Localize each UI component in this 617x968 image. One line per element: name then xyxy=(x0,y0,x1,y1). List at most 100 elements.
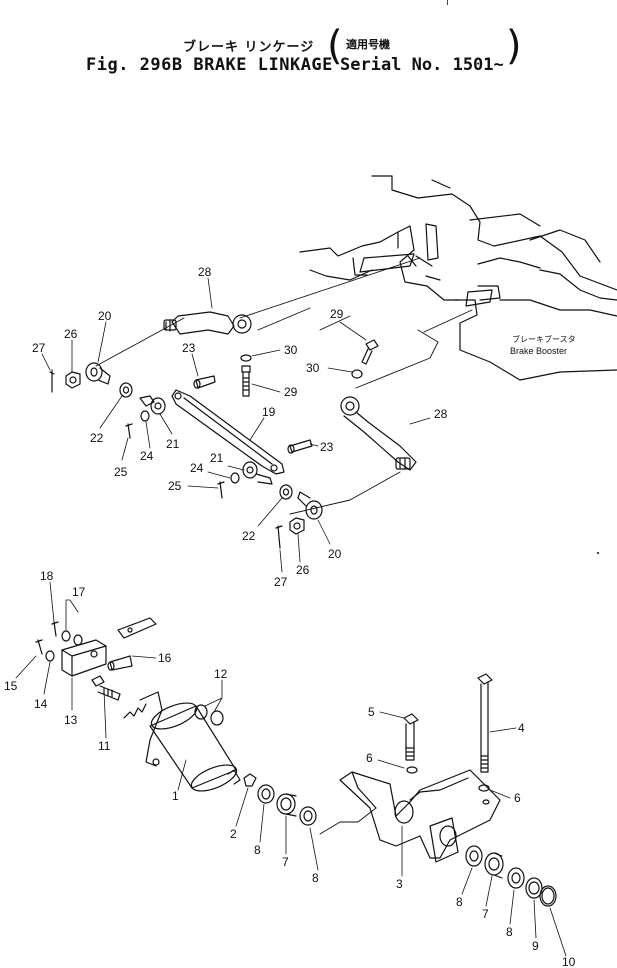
grease-fitting-2 xyxy=(243,773,257,787)
callout-7b: 7 xyxy=(482,907,489,921)
brake-booster-label-japanese: ブレーキブースタ xyxy=(512,334,576,344)
plate-clip xyxy=(117,617,157,639)
cotter-pin-18 xyxy=(51,621,59,637)
callout-18: 18 xyxy=(40,569,54,583)
callout-10: 10 xyxy=(562,955,576,968)
nut-22-lower xyxy=(279,484,293,500)
rod-end-20-lower xyxy=(297,491,323,520)
callout-6b: 6 xyxy=(514,791,521,805)
callout-26b: 26 xyxy=(296,563,310,577)
callout-11: 11 xyxy=(98,739,111,753)
snap-ring-10 xyxy=(539,885,557,907)
brake-booster-label-english: Brake Booster xyxy=(510,346,567,356)
callout-1: 1 xyxy=(172,789,179,803)
callout-9: 9 xyxy=(532,939,539,953)
callout-13: 13 xyxy=(64,713,78,727)
callout-24a: 24 xyxy=(140,449,154,463)
bushing-7-left xyxy=(276,793,297,817)
callout-8c: 8 xyxy=(456,895,463,909)
bolt-4 xyxy=(477,673,493,773)
callout-24b: 24 xyxy=(190,461,204,475)
cotter-pin-25-lower xyxy=(217,481,225,499)
callout-25b: 25 xyxy=(168,479,182,493)
edge-tick-mark xyxy=(447,0,448,5)
bolt-5 xyxy=(403,713,419,761)
callout-4: 4 xyxy=(518,721,525,735)
rod-end-20-upper xyxy=(85,362,111,385)
linkage-guide-lines xyxy=(95,257,473,835)
close-paren: ) xyxy=(506,23,522,69)
seal-8-right-b xyxy=(507,867,525,889)
title-japanese: ブレーキ リンケージ xyxy=(183,40,315,55)
callout-25a: 25 xyxy=(114,465,128,479)
cotter-pin-27-upper xyxy=(49,369,55,393)
callout-30b: 30 xyxy=(306,361,320,375)
callout-8b: 8 xyxy=(312,871,319,885)
link-rod-19 xyxy=(171,389,285,475)
rod-end-21-upper xyxy=(139,395,166,415)
callout-23a: 23 xyxy=(182,341,196,355)
seal-8-left-b xyxy=(299,806,317,826)
cross-shaft-1 xyxy=(149,702,241,792)
callout-8d: 8 xyxy=(506,925,513,939)
callout-22b: 22 xyxy=(242,529,256,543)
callout-2: 2 xyxy=(230,827,237,841)
callout-14: 14 xyxy=(34,697,48,711)
callout-6a: 6 xyxy=(366,751,373,765)
rod-end-21-lower xyxy=(242,461,273,485)
callout-27b: 27 xyxy=(274,575,288,589)
callout-3: 3 xyxy=(396,877,403,891)
callout-29a: 29 xyxy=(330,307,344,321)
washer-30-right xyxy=(351,369,363,379)
washer-24-lower xyxy=(230,472,240,484)
callout-19: 19 xyxy=(262,405,276,419)
cotter-pin-25-upper xyxy=(125,423,133,439)
callout-21a: 21 xyxy=(166,437,180,451)
callout-29b: 29 xyxy=(284,385,298,399)
callout-27a: 27 xyxy=(32,341,46,355)
upper-lever-arm-28 xyxy=(163,311,252,335)
cotter-pin-27-lower xyxy=(275,525,283,549)
callout-30a: 30 xyxy=(284,343,298,357)
callout-15: 15 xyxy=(4,679,18,693)
washer-9 xyxy=(525,877,543,899)
washer-30-center xyxy=(240,354,252,362)
nuts-12 xyxy=(194,704,224,726)
clevis-block-13 xyxy=(61,639,107,677)
title-serial: Serial No. 1501~ xyxy=(340,55,504,75)
pin-23-lower xyxy=(287,439,313,454)
bolt-11 xyxy=(91,675,121,701)
title-english: Fig. 296B BRAKE LINKAGE xyxy=(86,55,333,75)
cotter-pin-15 xyxy=(35,639,43,655)
washers-17 xyxy=(61,630,83,646)
pin-16 xyxy=(107,655,133,671)
support-bracket-3 xyxy=(339,769,501,863)
pedal-bracket-spring xyxy=(123,691,163,767)
bolt-29-center xyxy=(241,365,251,397)
callout-12: 12 xyxy=(214,667,228,681)
washer-6-left xyxy=(406,766,418,774)
washer-24-upper xyxy=(140,410,150,422)
callout-16: 16 xyxy=(158,651,172,665)
callout-23b: 23 xyxy=(320,440,334,454)
nut-26-upper xyxy=(65,371,81,389)
callout-8a: 8 xyxy=(254,843,261,857)
callout-28b: 28 xyxy=(434,407,448,421)
callout-5: 5 xyxy=(368,705,375,719)
lower-lever-arm-28 xyxy=(340,396,417,471)
bushing-7-right xyxy=(484,852,504,879)
open-paren: ( xyxy=(327,23,343,69)
callout-26a: 26 xyxy=(64,327,78,341)
washer-6-right xyxy=(478,784,490,792)
callout-20b: 20 xyxy=(328,547,342,561)
leader-lines xyxy=(15,277,567,957)
stray-dot xyxy=(597,552,599,554)
seal-8-left-a xyxy=(257,784,275,804)
nut-26-lower xyxy=(289,517,305,535)
callout-labels: 28 29 20 26 27 23 30 29 30 22 21 19 28 2… xyxy=(4,265,576,968)
callout-21b: 21 xyxy=(210,451,224,465)
seal-8-right-a xyxy=(465,845,483,867)
callout-28a: 28 xyxy=(198,265,212,279)
callout-17: 17 xyxy=(72,585,86,599)
